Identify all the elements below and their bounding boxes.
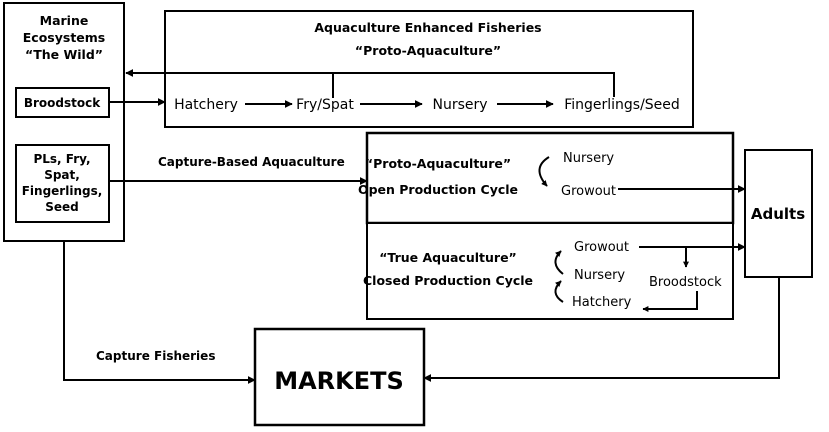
proto-growout-label: Growout [561, 184, 616, 199]
hatchery-to-nursery-curve [554, 280, 564, 303]
closed-broodstock-label: Broodstock [649, 275, 722, 290]
closed-growout-label: Growout [574, 240, 629, 255]
enhanced-title-line1: Aquaculture Enhanced Fisheries [314, 20, 541, 35]
seed-box [15, 144, 110, 223]
true-closed-title-line1: “True Aquaculture” [379, 250, 517, 265]
wild-title-line1: Marine [40, 13, 89, 28]
adults-to-markets-arrow [423, 277, 780, 382]
closed-nursery-label: Nursery [574, 268, 625, 283]
enhanced-fisheries-box [164, 10, 694, 128]
capture-based-aquaculture-label: Capture-Based Aquaculture [158, 155, 345, 169]
seed-line4: Seed [45, 200, 79, 214]
enhanced-title-line2: “Proto-Aquaculture” [355, 43, 501, 58]
fingerlings-seed-step: Fingerlings/Seed [564, 97, 680, 113]
seed-line1: PLs, Fry, [33, 152, 90, 166]
fry-spat-step: Fry/Spat [296, 97, 354, 113]
closed-hatchery-label: Hatchery [572, 295, 632, 310]
true-closed-box [366, 222, 734, 320]
adults-label: Adults [751, 205, 805, 223]
nursery-to-growout-curve [554, 250, 564, 275]
capture-fisheries-label: Capture Fisheries [96, 349, 215, 363]
proto-nursery-growout-curve [538, 156, 550, 187]
proto-nursery-label: Nursery [563, 151, 614, 166]
release-to-wild-arrow [125, 69, 615, 97]
proto-open-title-line2: Open Production Cycle [358, 182, 518, 197]
proto-open-title-line1: “Proto-Aquaculture” [365, 156, 511, 171]
hatchery-step: Hatchery [174, 97, 238, 113]
seed-line2: Spat, [44, 168, 80, 182]
broodstock-box [15, 87, 110, 118]
true-closed-title-line2: Closed Production Cycle [363, 273, 533, 288]
nursery-step: Nursery [432, 97, 487, 113]
broodstock-label: Broodstock [24, 96, 101, 110]
broodstock-to-hatchery-cycle-arrow [642, 291, 698, 312]
wild-title-line2: Ecosystems [23, 30, 105, 45]
wild-title-line3: “The Wild” [25, 47, 103, 62]
seed-line3: Fingerlings, [22, 184, 103, 198]
markets-label: MARKETS [274, 367, 404, 395]
capture-fisheries-arrow [63, 241, 256, 384]
proto-open-box [365, 131, 735, 225]
